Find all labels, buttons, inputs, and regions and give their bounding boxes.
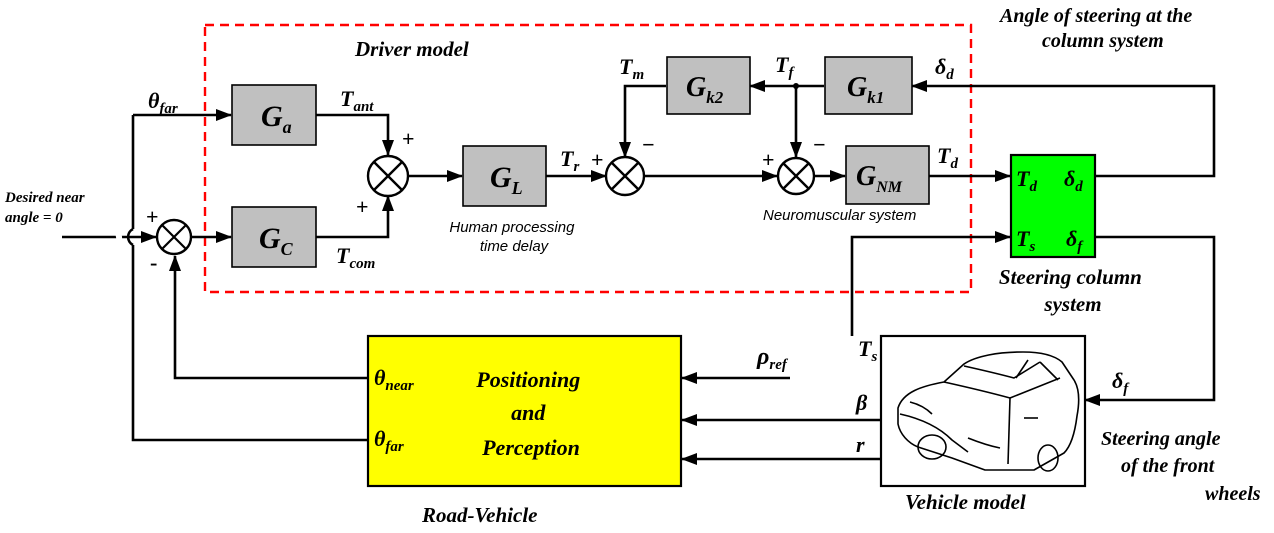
vehicle-model-block	[879, 334, 1087, 488]
svg-text:Ga: Ga	[261, 100, 292, 137]
sum-signs: + - + + + − + −	[146, 126, 826, 275]
svg-text:GNM: GNM	[856, 161, 903, 196]
signal-labels: θfar Tant Tcom Tr Tm Tf Td δd	[148, 52, 958, 272]
label-rho-ref: ρref	[756, 344, 789, 373]
label-t-r: Tr	[560, 146, 579, 175]
driver-model-boundary	[203, 23, 973, 294]
block-gc: GC	[231, 206, 317, 268]
neuromuscular-caption: Neuromuscular system	[763, 207, 916, 224]
sum-junction-neuromuscular	[776, 156, 816, 196]
block-gk1: Gk1	[824, 56, 913, 115]
label-t-com: Tcom	[336, 243, 375, 272]
svg-text:GC: GC	[259, 222, 294, 259]
svg-text:β: β	[855, 390, 868, 415]
svg-text:+: +	[356, 194, 369, 219]
svg-text:Gk2: Gk2	[686, 72, 724, 107]
svg-text:δd: δd	[1064, 166, 1083, 195]
svg-text:Gk1: Gk1	[847, 72, 884, 107]
svg-text:Td: Td	[1016, 166, 1037, 195]
sum-junction-reflex	[604, 155, 646, 197]
svg-text:GL: GL	[490, 161, 523, 198]
svg-text:r: r	[856, 432, 865, 457]
svg-text:θfar: θfar	[374, 426, 404, 455]
human-delay-caption: Human processing time delay	[449, 219, 578, 255]
road-vehicle-block: θnear θfar Positioning and Perception	[366, 334, 683, 488]
block-gl: GL	[462, 145, 547, 207]
svg-text:Ts: Ts	[1016, 226, 1035, 255]
svg-text:-: -	[150, 250, 157, 275]
driver-model-title: Driver model	[354, 37, 469, 61]
car-sketch-icon	[897, 351, 1080, 472]
desired-near-angle-label: Desired near angle = 0	[4, 190, 88, 226]
label-t-f: Tf	[775, 52, 795, 81]
block-ga: Ga	[231, 84, 317, 146]
svg-text:+: +	[146, 204, 159, 229]
sum-junction-anticipatory	[366, 154, 410, 198]
svg-text:−: −	[813, 132, 826, 157]
road-vehicle-title: Road-Vehicle	[421, 503, 538, 527]
steering-column-annotation: Angle of steering at the column system	[998, 5, 1197, 52]
svg-text:+: +	[762, 147, 775, 172]
block-gk2: Gk2	[666, 56, 751, 115]
svg-text:−: −	[642, 132, 655, 157]
label-t-d: Td	[937, 143, 958, 172]
sum-junction-feedback	[155, 218, 193, 256]
label-t-ant: Tant	[340, 86, 374, 115]
vehicle-signal-labels: Ts β r δf	[855, 336, 1130, 457]
svg-text:+: +	[402, 126, 415, 151]
svg-text:Positioning and Pe: Positioning and Perception	[475, 367, 585, 460]
svg-text:+: +	[591, 147, 604, 172]
steering-angle-annotation: Steering angle of the front wheels	[1101, 428, 1261, 505]
svg-text:δf: δf	[1066, 226, 1084, 255]
block-gnm: GNM	[845, 145, 930, 205]
svg-text:Ts: Ts	[858, 336, 877, 365]
svg-text:θnear: θnear	[374, 365, 414, 394]
label-theta-far-in: θfar	[148, 88, 178, 117]
steering-column-block: Td Ts δd δf	[1009, 153, 1097, 259]
vehicle-model-title: Vehicle model	[905, 490, 1026, 514]
label-t-m: Tm	[619, 54, 644, 83]
label-delta-d: δd	[935, 54, 954, 83]
steering-column-title: Steering column system	[999, 265, 1147, 316]
svg-text:δf: δf	[1112, 368, 1130, 397]
